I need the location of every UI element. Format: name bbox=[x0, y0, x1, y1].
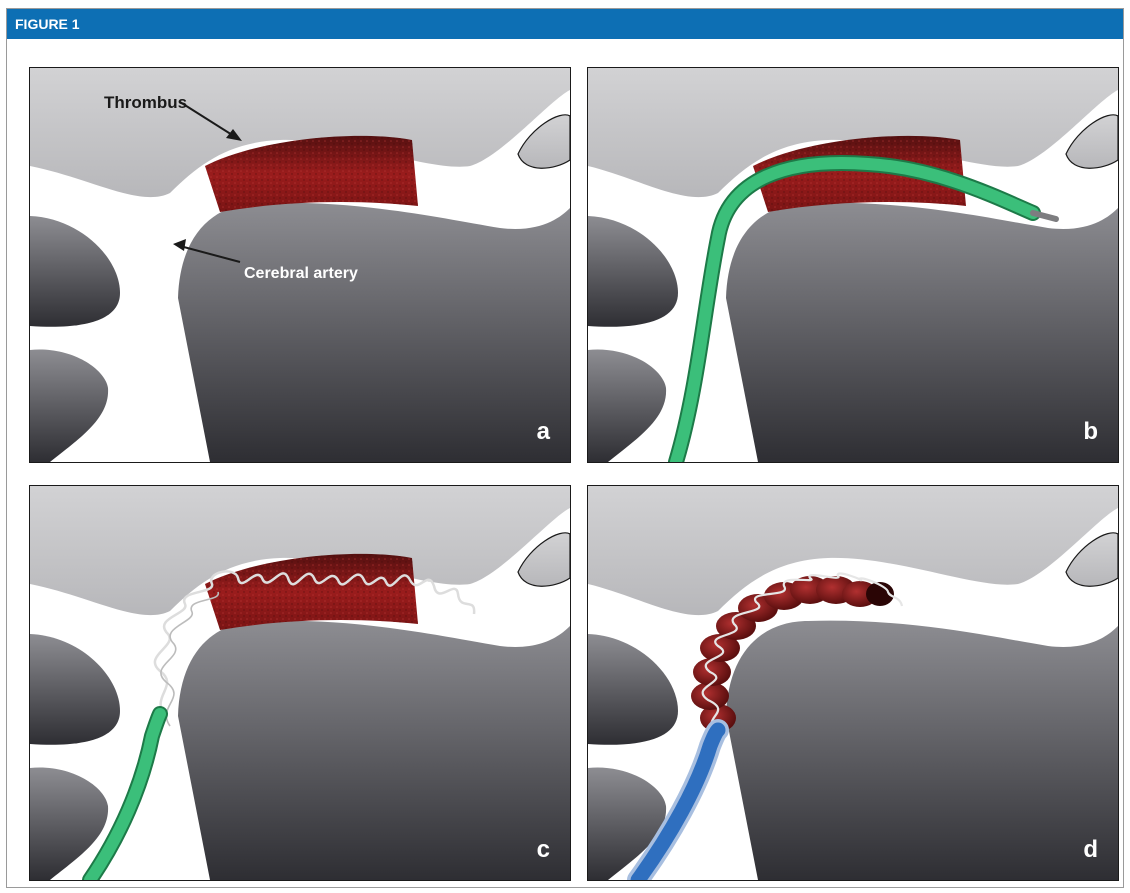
panel-d-illustration bbox=[588, 486, 1118, 880]
panel-a: Thrombus Cerebral artery a bbox=[29, 67, 571, 463]
figure-frame: FIGURE 1 Thrombus Cerebral artery a bbox=[6, 8, 1124, 888]
panel-c-illustration bbox=[30, 486, 570, 880]
panel-letter-c: c bbox=[537, 836, 550, 864]
panel-b-illustration bbox=[588, 68, 1118, 462]
panel-letter-b: b bbox=[1083, 418, 1098, 446]
thrombus-label: Thrombus bbox=[104, 93, 187, 112]
panel-b: b bbox=[587, 67, 1119, 463]
panel-letter-a: a bbox=[537, 418, 550, 446]
panel-a-illustration: Thrombus Cerebral artery bbox=[30, 68, 570, 462]
figure-title: FIGURE 1 bbox=[7, 9, 1123, 39]
cerebral-artery-label: Cerebral artery bbox=[244, 265, 358, 282]
panel-letter-d: d bbox=[1083, 836, 1098, 864]
tissue-lower-main bbox=[178, 203, 570, 462]
panel-c: c bbox=[29, 485, 571, 881]
panel-d: d bbox=[587, 485, 1119, 881]
